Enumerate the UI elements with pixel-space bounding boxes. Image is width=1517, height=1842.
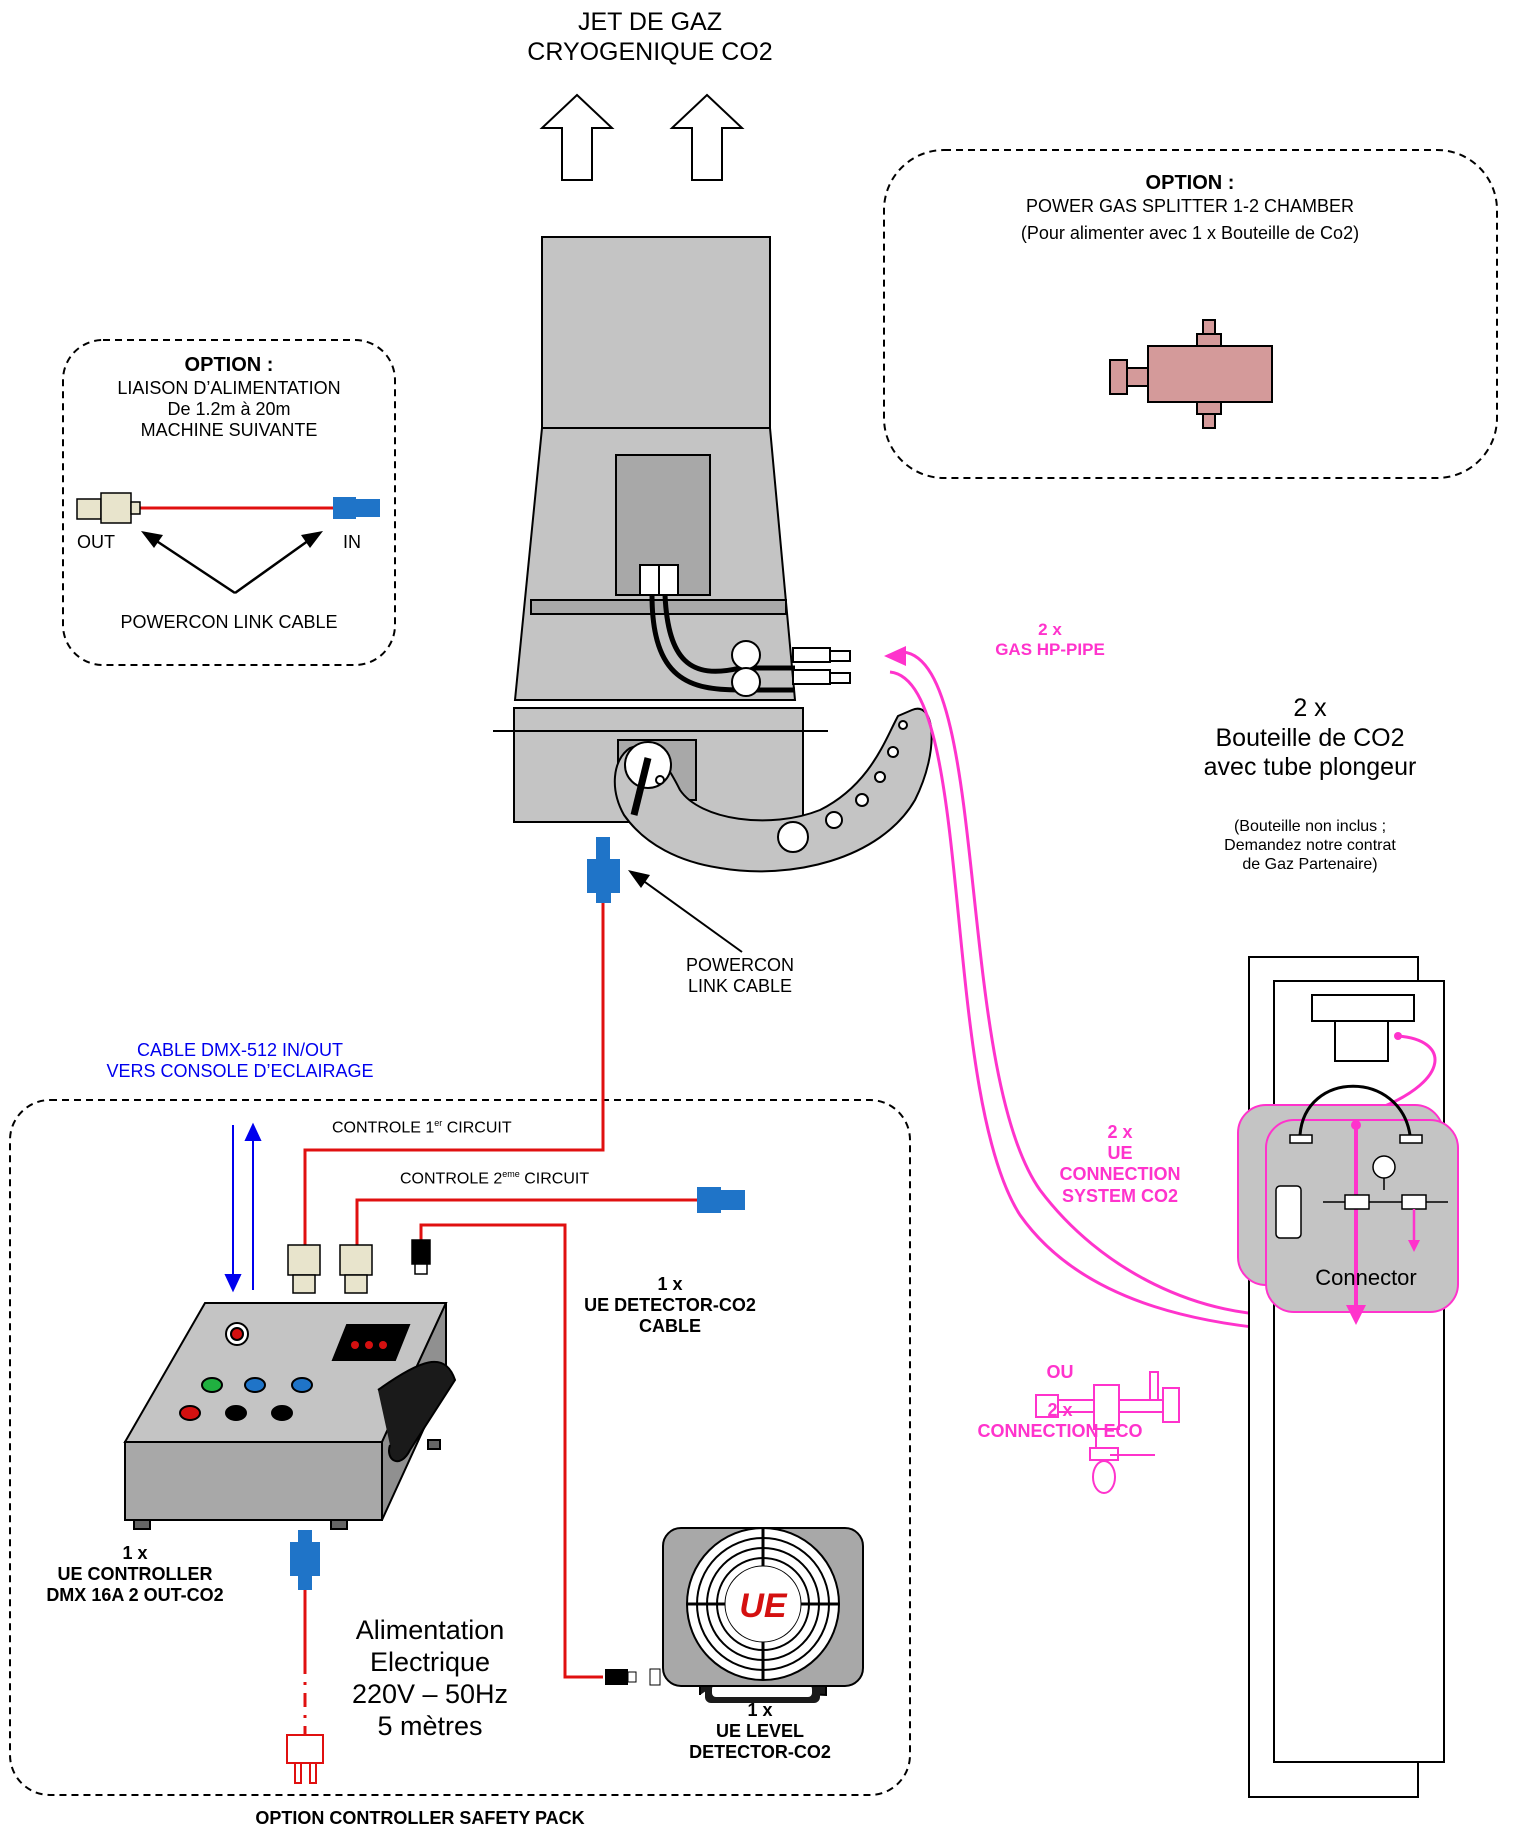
ue-level-detector xyxy=(605,1527,864,1703)
controller-qty: 1 x xyxy=(122,1543,148,1563)
bottles-qty: 2 x xyxy=(1293,694,1327,722)
bottles-line1: Bouteille de CO2 xyxy=(1215,723,1405,752)
option-splitter-text: OPTION : POWER GAS SPLITTER 1-2 CHAMBER … xyxy=(890,172,1490,244)
connection-system-qty: 2 x xyxy=(1107,1122,1133,1142)
circuit1-sup: er xyxy=(434,1118,443,1128)
hp-pipe-arrowhead xyxy=(884,646,906,666)
controller-label: 1 x UE CONTROLLER DMX 16A 2 OUT-CO2 xyxy=(15,1543,255,1607)
level-detector-qty: 1 x xyxy=(747,1700,773,1720)
bottles-label: 2 x Bouteille de CO2 avec tube plongeur xyxy=(1160,694,1460,783)
option-splitter-box xyxy=(883,149,1498,479)
link-cable-icon xyxy=(76,492,380,595)
connection-system-line1: UE xyxy=(1107,1143,1133,1164)
mains-plug-icon xyxy=(286,1734,324,1784)
detector-cable-qty: 1 x xyxy=(657,1274,683,1294)
ou-label: OU xyxy=(1046,1362,1074,1382)
link-in-label: IN xyxy=(343,532,361,552)
gas-splitter-icon xyxy=(1109,319,1273,429)
connection-system-line3: SYSTEM CO2 xyxy=(1061,1185,1179,1206)
link-out-label: OUT xyxy=(77,532,115,552)
co2-jet-machine xyxy=(493,236,933,873)
bottles-note1: (Bouteille non inclus ; xyxy=(1233,818,1387,835)
circuit1-pre: CONTROLE 1 xyxy=(332,1119,435,1137)
connection-eco-text: CONNECTION ECO xyxy=(977,1421,1143,1442)
option-link-line3: MACHINE SUIVANTE xyxy=(140,420,318,441)
option-link-text: OPTION : LIAISON D’ALIMENTATION De 1.2m … xyxy=(63,354,395,441)
connection-system-co2 xyxy=(1237,1084,1459,1325)
co2-bottles xyxy=(1248,956,1445,1798)
circuit2-sup: eme xyxy=(502,1169,520,1179)
detector-cable-line2: CABLE xyxy=(639,1316,701,1337)
control-cables xyxy=(303,1142,697,1679)
gas-hp-pipes xyxy=(889,650,1378,1335)
level-detector-label: 1 x UE LEVEL DETECTOR-CO2 xyxy=(650,1700,870,1764)
connection-system-label: 2 x UE CONNECTION SYSTEM CO2 xyxy=(1020,1122,1220,1207)
circuit1-label: CONTROLE 1er CIRCUIT xyxy=(332,1118,512,1138)
hp-pipe-text: GAS HP-PIPE xyxy=(995,640,1105,660)
bottles-note2: Demandez notre contrat xyxy=(1224,836,1396,854)
power-line1: Alimentation xyxy=(355,1615,505,1645)
gas-jet-title-line1: JET DE GAZ xyxy=(577,8,722,36)
circuit2-blue-plug xyxy=(697,1187,745,1213)
controller-line1: UE CONTROLLER xyxy=(57,1564,213,1585)
footer-label: OPTION CONTROLLER SAFETY PACK xyxy=(255,1808,585,1828)
powercon-pointer-arrow xyxy=(628,870,743,953)
connection-eco-label: 2 x CONNECTION ECO xyxy=(930,1400,1190,1442)
bottles-line2: avec tube plongeur xyxy=(1203,753,1417,781)
dmx-label: CABLE DMX-512 IN/OUT VERS CONSOLE D’ECLA… xyxy=(40,1040,440,1082)
dmx-arrows xyxy=(224,1122,262,1293)
power-line4: 5 mètres xyxy=(377,1710,483,1741)
option-splitter-line2: (Pour alimenter avec 1 x Bouteille de Co… xyxy=(1020,222,1360,243)
powercon-line2: LINK CABLE xyxy=(687,976,793,997)
bottles-note3: de Gaz Partenaire) xyxy=(1242,855,1378,873)
option-link-line2: De 1.2m à 20m xyxy=(167,398,291,419)
dmx-line2: VERS CONSOLE D’ECLAIRAGE xyxy=(106,1061,374,1082)
circuit2-pre: CONTROLE 2 xyxy=(400,1170,503,1188)
controller-output-plugs xyxy=(287,1239,431,1294)
connection-eco-qty: 2 x xyxy=(1047,1400,1073,1420)
connector-label: Connector xyxy=(1315,1265,1417,1290)
connection-eco-icon xyxy=(1035,1371,1180,1494)
power-label: Alimentation Electrique 220V – 50Hz 5 mè… xyxy=(320,1615,540,1742)
option-link-title: OPTION : xyxy=(184,354,274,376)
powercon-line1: POWERCON xyxy=(686,955,794,975)
connection-system-line2: CONNECTION xyxy=(1059,1164,1181,1185)
hp-pipe-label: 2 x GAS HP-PIPE xyxy=(950,620,1150,660)
circuit2-post: CIRCUIT xyxy=(519,1170,590,1188)
controller-pack-box xyxy=(9,1099,911,1796)
power-line2: Electrique xyxy=(369,1646,491,1677)
option-link-box xyxy=(62,339,396,666)
link-cable-label: POWERCON LINK CABLE xyxy=(120,612,338,632)
detector-cable-label: 1 x UE DETECTOR-CO2 CABLE xyxy=(550,1274,790,1338)
hp-pipe-qty: 2 x xyxy=(1038,620,1062,639)
option-splitter-title: OPTION : xyxy=(1145,172,1235,194)
option-link-line1: LIAISON D’ALIMENTATION xyxy=(117,377,341,398)
dmx-line1: CABLE DMX-512 IN/OUT xyxy=(136,1040,344,1060)
level-detector-line1: UE LEVEL xyxy=(715,1721,804,1742)
level-detector-line2: DETECTOR-CO2 xyxy=(689,1742,831,1763)
gas-jet-arrows xyxy=(539,93,745,181)
ue-controller-box xyxy=(123,1302,457,1530)
powercon-label: POWERCON LINK CABLE xyxy=(660,955,820,997)
powercon-plug-icon xyxy=(587,837,620,903)
circuit2-label: CONTROLE 2eme CIRCUIT xyxy=(400,1169,589,1189)
power-input-plug xyxy=(290,1530,320,1590)
gas-jet-title: JET DE GAZ CRYOGENIQUE CO2 xyxy=(500,8,800,67)
option-splitter-line1: POWER GAS SPLITTER 1-2 CHAMBER xyxy=(1025,195,1355,216)
power-line3: 220V – 50Hz xyxy=(351,1678,509,1709)
gas-jet-title-line2: CRYOGENIQUE CO2 xyxy=(527,37,773,66)
level-detector-logo: UE xyxy=(739,1587,787,1625)
bottles-note: (Bouteille non inclus ; Demandez notre c… xyxy=(1160,818,1460,875)
detector-cable-line1: UE DETECTOR-CO2 xyxy=(584,1295,756,1316)
controller-line2: DMX 16A 2 OUT-CO2 xyxy=(46,1585,224,1606)
circuit1-post: CIRCUIT xyxy=(442,1119,512,1137)
